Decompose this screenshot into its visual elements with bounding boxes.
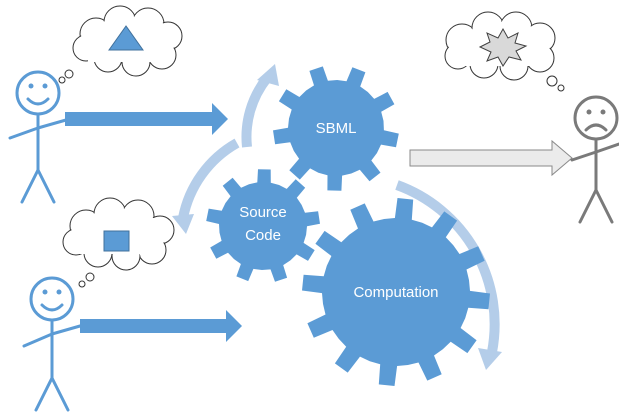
source-code-gear-icon <box>206 169 320 282</box>
happy-person-top <box>8 70 68 204</box>
triangle-icon <box>108 25 144 51</box>
sad-face-icon <box>573 95 619 141</box>
source-code-label-line1: Source <box>239 204 287 221</box>
happy-face-icon <box>15 70 61 116</box>
gear-teeth <box>273 66 399 191</box>
output-arrow <box>409 139 573 177</box>
happy-person-bottom <box>22 276 82 412</box>
source-code-label-line2: Code <box>245 227 281 244</box>
gear-teeth <box>302 198 490 386</box>
curved-arrow-to-source-code-head <box>172 214 194 234</box>
curved-arrow-to-computation-head <box>478 348 502 370</box>
curved-arrow-to-sbml <box>241 74 271 148</box>
square-icon <box>103 230 130 252</box>
sad-person <box>570 95 619 224</box>
sbml-label: SBML <box>316 120 357 137</box>
thought-bubble-sad <box>444 11 565 92</box>
thought-bubble-top <box>58 5 183 84</box>
curved-arrow-to-source-code <box>178 138 240 220</box>
happy-face-icon <box>29 276 75 322</box>
thought-bubble-bottom <box>62 197 175 288</box>
starburst-icon <box>478 27 528 67</box>
input-arrow-bottom <box>80 310 242 342</box>
sbml-gear-icon <box>273 66 399 191</box>
computation-label: Computation <box>353 284 438 301</box>
computation-gear-icon <box>302 198 490 386</box>
gear-teeth <box>206 169 320 282</box>
curved-arrow-to-sbml-head <box>257 64 279 86</box>
input-arrow-top <box>65 103 228 135</box>
